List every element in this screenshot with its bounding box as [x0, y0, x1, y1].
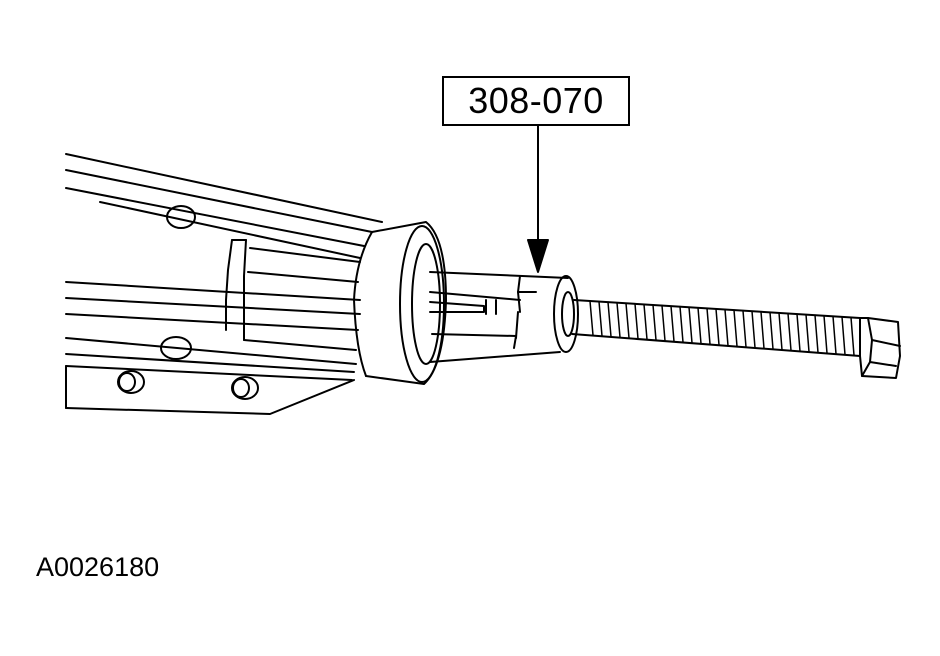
frame-hole — [166, 205, 196, 229]
thread-line — [850, 316, 855, 357]
upper-arm — [65, 153, 383, 223]
thread-line — [670, 305, 675, 343]
thread-line — [589, 300, 594, 336]
middle-rail-low — [65, 313, 359, 331]
thread-line — [643, 303, 648, 341]
thread-line — [616, 301, 621, 339]
thread-line — [778, 312, 783, 351]
thread-line — [607, 301, 612, 338]
figure-id: A0026180 — [36, 552, 160, 582]
adapter-sleeve — [429, 271, 579, 363]
thread-line — [733, 309, 738, 348]
lower-arm — [65, 337, 357, 365]
upper-arm-lower — [65, 187, 365, 247]
thread-line — [796, 313, 801, 352]
thread-line — [841, 316, 846, 356]
base-plate — [65, 379, 355, 415]
forcing-screw — [571, 299, 901, 379]
upper-arm-edge — [99, 201, 361, 259]
thread-line — [724, 308, 729, 347]
thread-line — [823, 314, 828, 354]
lower-arm-inner — [65, 353, 355, 373]
thread-line — [661, 304, 666, 342]
collar-ring — [353, 221, 447, 385]
thread-line — [715, 308, 720, 346]
thread-line — [697, 307, 702, 345]
thread-line — [742, 309, 747, 348]
thread-line — [634, 303, 639, 340]
frame-hole — [160, 336, 192, 360]
upper-arm-inner — [65, 169, 373, 233]
callout-box: 308-070 — [442, 76, 630, 126]
thread-line — [751, 310, 756, 349]
arrow-head — [527, 239, 549, 273]
thread-line — [652, 304, 657, 341]
lower-arm-edge — [65, 365, 353, 381]
callout-leader — [527, 125, 549, 273]
tool-number-label: 308-070 — [468, 80, 604, 121]
middle-rail-top — [65, 281, 361, 301]
thread-line — [706, 307, 711, 345]
thread-line — [688, 306, 693, 344]
thread-line — [598, 300, 603, 337]
thread-line — [769, 311, 774, 350]
puller-frame — [65, 153, 383, 415]
middle-rail-mid — [65, 297, 361, 315]
thread-line — [805, 313, 810, 353]
hex-head — [859, 317, 901, 379]
thread-line — [787, 312, 792, 352]
thread-line — [814, 314, 819, 354]
thread-line — [760, 311, 765, 350]
screw-threads — [589, 300, 855, 357]
thread-line — [679, 305, 684, 343]
thread-line — [832, 315, 837, 355]
thread-line — [625, 302, 630, 339]
